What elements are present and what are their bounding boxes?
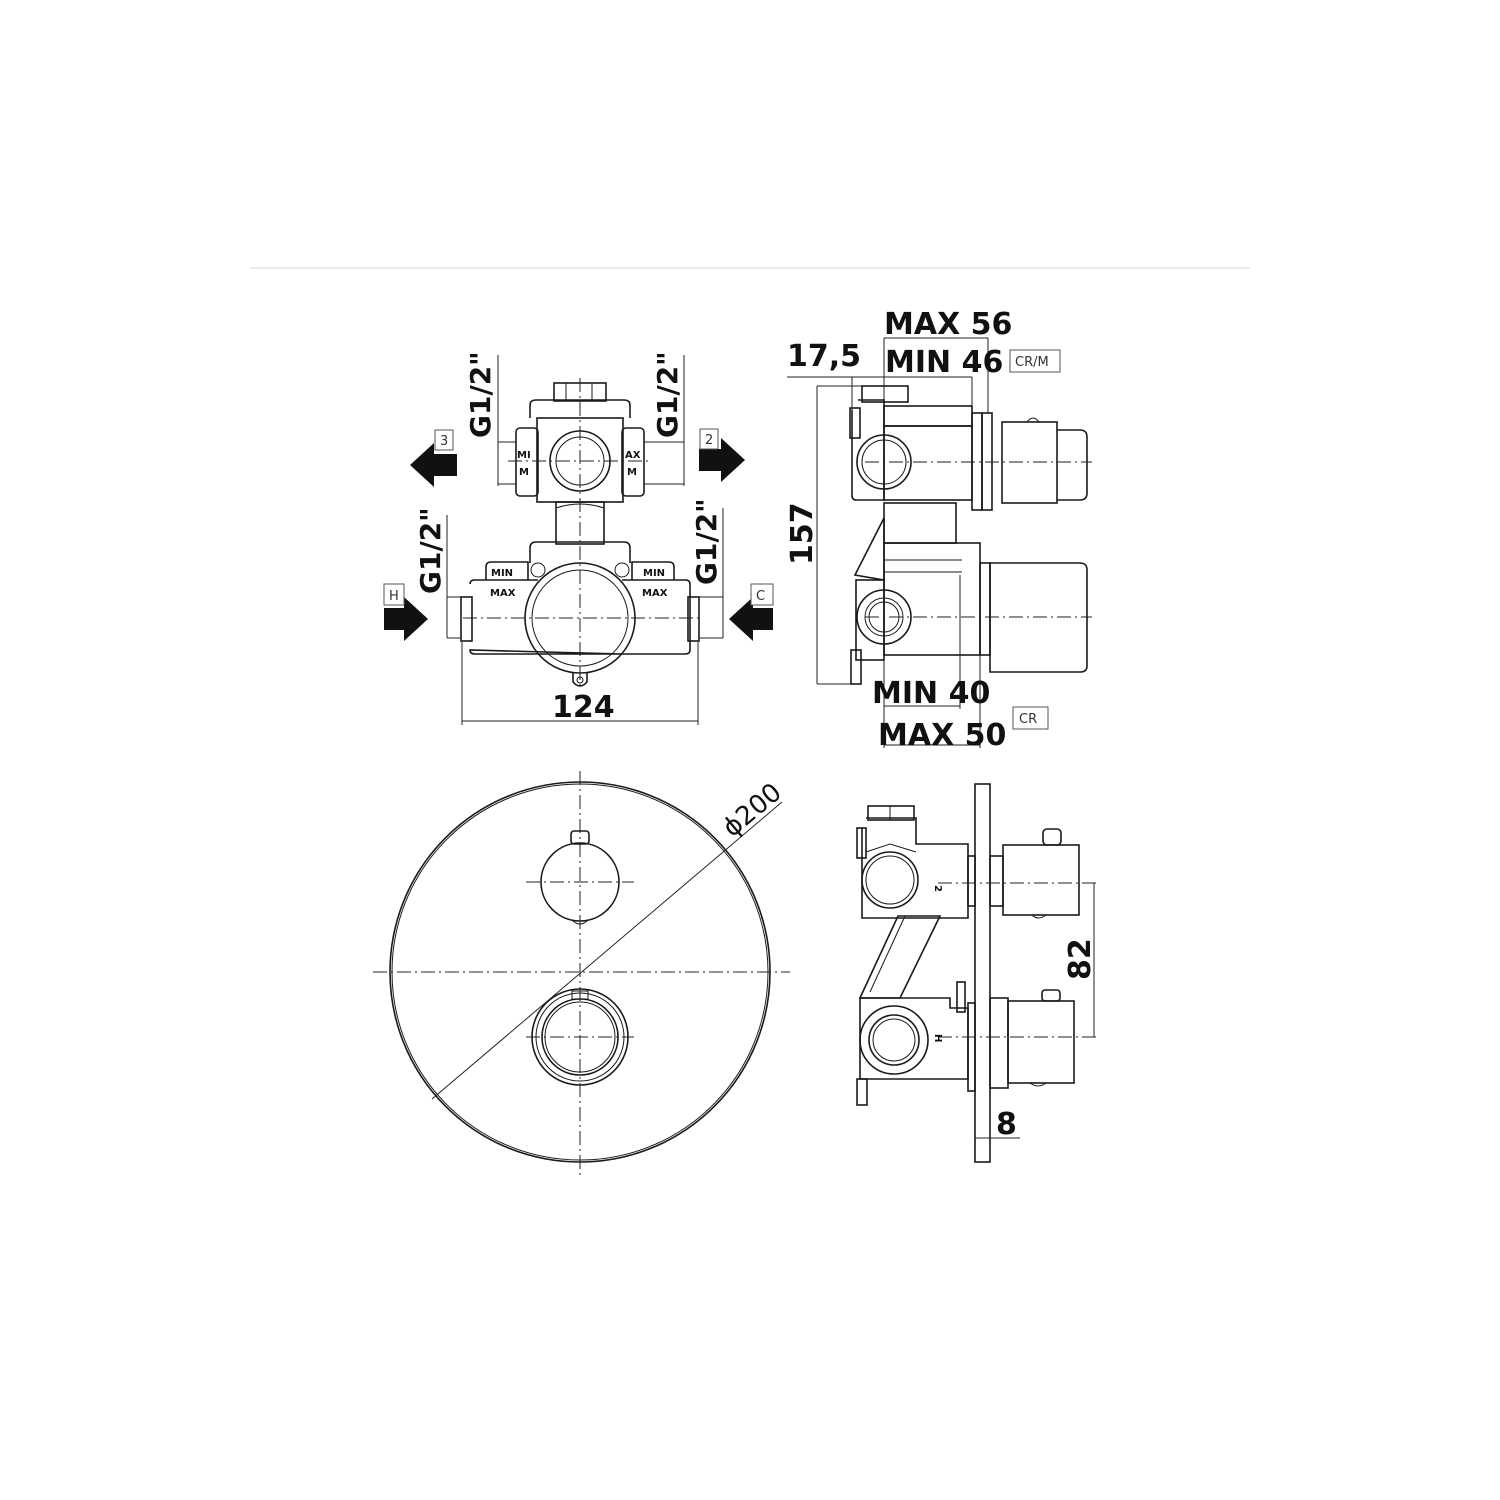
spacing-82: 82 <box>1063 938 1098 980</box>
min-mark-upper-left: MI <box>517 450 531 461</box>
min-mark-left: MIN <box>491 568 513 579</box>
upper-min-46: MIN 46 <box>885 345 1003 380</box>
front-view-plate: ϕ200 <box>373 771 790 1175</box>
cover-plate <box>974 783 991 1163</box>
width-dimension: 124 <box>461 642 699 725</box>
plate-thickness-8: 8 <box>996 1107 1017 1142</box>
offset-17-5: 17,5 <box>787 339 861 374</box>
cold-inlet-arrow-icon: C <box>729 583 774 641</box>
outlet-2-arrow-icon: 2 <box>699 428 745 482</box>
port-mark-lower: H <box>932 1034 943 1042</box>
min-mark-upper-right: M <box>627 467 637 478</box>
max-mark-upper-left: M <box>519 467 529 478</box>
tag-cr: CR <box>1019 712 1037 727</box>
outlet-2-label: 2 <box>705 433 713 448</box>
mixing-body: MIN MAX MIN MAX <box>460 541 700 687</box>
diameter-200: ϕ200 <box>717 777 787 843</box>
thread-label-outlet-right: G1/2" <box>651 351 684 438</box>
max-mark-left: MAX <box>490 588 516 599</box>
thermostat-knob <box>526 988 634 1086</box>
hot-inlet-label: H <box>389 589 399 604</box>
side-view-body: 17,5 MAX 56 MIN 46 CR/M 157 <box>785 307 1092 753</box>
lower-min-40: MIN 40 <box>872 676 990 711</box>
front-view-body: MI M AX M MIN MAX MIN <box>383 351 774 725</box>
outlet-3-arrow-icon: 3 <box>410 429 457 487</box>
width-124: 124 <box>552 690 615 725</box>
cold-inlet-label: C <box>756 589 765 604</box>
max-mark-right: MAX <box>642 588 668 599</box>
side-view-plate: 2 H 82 8 <box>856 783 1100 1163</box>
min-mark-right: MIN <box>643 568 665 579</box>
thread-label-inlet-right: G1/2" <box>690 498 723 585</box>
tag-cr-m: CR/M <box>1015 355 1049 370</box>
height-157: 157 <box>785 502 820 565</box>
max-mark-upper-right: AX <box>625 450 641 461</box>
outlet-3-label: 3 <box>440 434 448 449</box>
thread-dimensions <box>446 355 724 639</box>
upper-max-56: MAX 56 <box>884 307 1012 342</box>
port-mark-upper: 2 <box>932 885 943 892</box>
hot-inlet-arrow-icon: H <box>383 583 428 641</box>
thread-label-outlet-left: G1/2" <box>464 351 497 438</box>
diverter-knob <box>526 830 634 925</box>
thread-label-inlet-left: G1/2" <box>414 507 447 594</box>
lower-max-50: MAX 50 <box>878 718 1006 753</box>
